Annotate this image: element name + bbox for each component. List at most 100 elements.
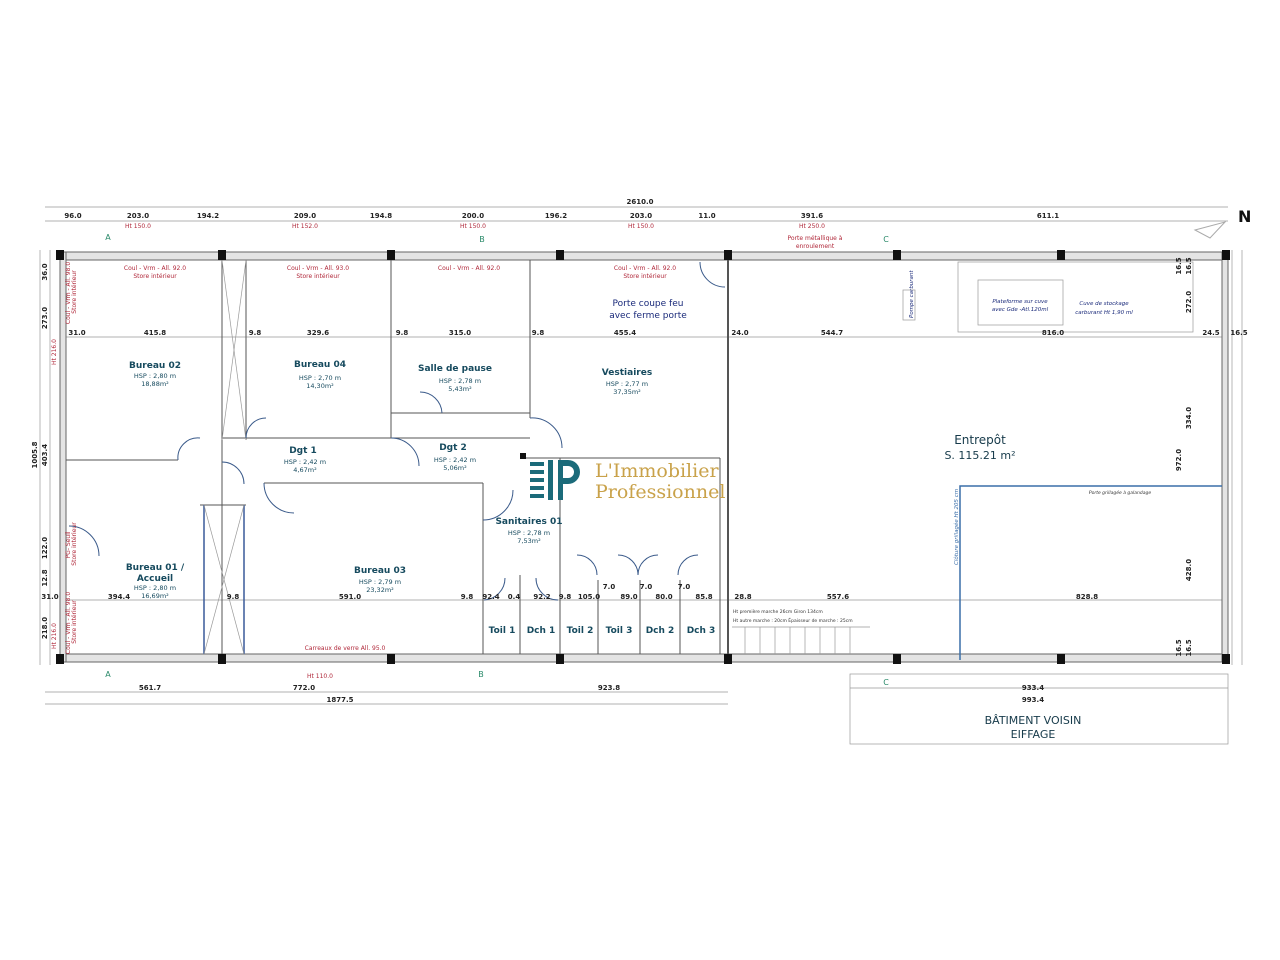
dim-left: 36.0 — [41, 263, 49, 280]
room-area: 16,69m² — [141, 592, 169, 600]
north-arrow: N — [1193, 207, 1251, 239]
dim-top-height: Ht 152.0 — [292, 223, 318, 230]
dim-inner-top: 24.5 — [1202, 329, 1219, 337]
neighbour-building: BÂTIMENT VOISIN — [985, 714, 1082, 727]
dim-inner-top: 9.8 — [396, 329, 409, 337]
dim-inner-bottom: 7.0 — [678, 583, 691, 591]
dim-top: 11.0 — [698, 212, 715, 220]
grid-axis-c: C — [883, 678, 889, 687]
dim-right: 428.0 — [1185, 559, 1193, 581]
dim-top-height: Ht 150.0 — [460, 223, 486, 230]
dim-top: 194.8 — [370, 212, 392, 220]
dim-inner-bottom: 92.4 — [482, 593, 499, 601]
tank-label: carburant Ht 1,90 ml — [1075, 310, 1133, 316]
dim-inner-top: 415.8 — [144, 329, 166, 337]
warehouse-equipment — [732, 261, 1229, 745]
left-window-label: PG- Seuil Store intérieur — [65, 522, 78, 566]
window-label: Store intérieur — [296, 273, 340, 280]
platform-label: Plateforme sur cuve — [992, 299, 1048, 305]
dim-inner-top: 9.8 — [532, 329, 545, 337]
window-label: Store intérieur — [623, 273, 667, 280]
room-area: 18,88m² — [141, 380, 169, 388]
sliding-gate-label: Porte grillagée à galandage — [1089, 489, 1151, 496]
room-name: Bureau 03 — [354, 566, 406, 576]
dim-inner-bottom: 7.0 — [603, 583, 616, 591]
north-label: N — [1238, 207, 1251, 226]
dim-inner-bottom: 31.0 — [41, 593, 58, 601]
dim-top: 209.0 — [294, 212, 316, 220]
room-area: 23,32m² — [366, 586, 394, 594]
warehouse-area: S. 115.21 m² — [944, 449, 1015, 462]
dim-top: 200.0 — [462, 212, 484, 220]
dim-neighbour: 933.4 — [1022, 684, 1044, 692]
cubicle-label: Dch 3 — [687, 626, 716, 636]
dim-inner-bottom: 7.0 — [640, 583, 653, 591]
logo-line1: L'Immobilier — [595, 460, 719, 482]
logo-line2: Professionnel — [595, 481, 725, 503]
dim-neighbour: 993.4 — [1022, 696, 1044, 704]
dim-right: 972.0 — [1175, 449, 1183, 471]
dim-top: 96.0 — [64, 212, 81, 220]
dim-inner-bottom: 0.4 — [508, 593, 521, 601]
grid-axis-b: B — [479, 235, 485, 244]
tank-label: Cuve de stockage — [1079, 301, 1129, 307]
neighbour-building: EIFFAGE — [1011, 728, 1056, 741]
dim-inner-top: 816.0 — [1042, 329, 1064, 337]
glass-blocks-label: Carreaux de verre All. 95.0 — [305, 645, 386, 652]
dim-top: 196.2 — [545, 212, 567, 220]
dim-left-height: Ht 216.0 — [51, 339, 58, 365]
logo: L'Immobilier Professionnel — [530, 460, 725, 503]
window-label: Coul - Vrm - All. 92.0 — [614, 265, 676, 272]
dim-top-height: Ht 150.0 — [125, 223, 151, 230]
left-window-label: Coul - Vrm - All. 98.0 Store intérieur — [65, 260, 78, 324]
room-height: HSP : 2,42 m — [434, 456, 476, 464]
cubicle-label: Toil 2 — [567, 626, 594, 636]
room-height: HSP : 2,42 m — [284, 458, 326, 466]
dim-left: 273.0 — [41, 307, 49, 329]
dim-right: 16.5 — [1185, 257, 1193, 274]
grid-axis-a: A — [105, 670, 111, 679]
dim-left: 218.0 — [41, 617, 49, 639]
grid-axis-c: C — [883, 235, 889, 244]
dim-inner-top: 315.0 — [449, 329, 471, 337]
equipment-labels: Pompe carburant Plateforme sur cuve avec… — [733, 270, 1151, 624]
dim-inner-bottom: 9.8 — [559, 593, 572, 601]
dimension-lines — [39, 206, 1243, 705]
room-name: Sanitaires 01 — [495, 517, 562, 527]
metal-door-label: enroulement — [796, 243, 835, 250]
dim-total-top: 2610.0 — [626, 198, 653, 206]
room-height: HSP : 2,78 m — [508, 529, 550, 537]
dim-top: 203.0 — [127, 212, 149, 220]
dim-inner-top: 16.5 — [1230, 329, 1247, 337]
pump-label: Pompe carburant — [909, 270, 915, 318]
dim-inner-bottom: 557.6 — [827, 593, 849, 601]
room-name: Bureau 01 / — [126, 563, 185, 573]
columns — [56, 250, 1230, 664]
dim-bottom-height: Ht 110.0 — [307, 673, 333, 680]
dim-inner-top: 9.8 — [249, 329, 262, 337]
dim-inner-bottom: 80.0 — [655, 593, 672, 601]
dim-left: 1005.8 — [31, 441, 39, 468]
dim-inner-bottom: 394.4 — [108, 593, 130, 601]
dim-left-height: Ht 216.0 — [51, 623, 58, 649]
room-height: HSP : 2,77 m — [606, 380, 648, 388]
dim-inner-bottom: 9.8 — [227, 593, 240, 601]
room-area: 37,35m² — [613, 388, 641, 396]
dim-inner-top: 31.0 — [68, 329, 85, 337]
room-height: HSP : 2,80 m — [134, 372, 176, 380]
stairs-label: Ht autre marche : 20cm Épaisseur de marc… — [733, 616, 853, 624]
dim-right: 334.0 — [1185, 407, 1193, 429]
grid-axis-a: A — [105, 233, 111, 242]
dim-inner-top: 544.7 — [821, 329, 843, 337]
room-name: Vestiaires — [602, 368, 652, 378]
room-height: HSP : 2,80 m — [134, 584, 176, 592]
dim-right: 16.5 — [1175, 257, 1183, 274]
door-swings — [68, 261, 726, 601]
dim-inner-bottom: 9.8 — [461, 593, 474, 601]
window-label: Store intérieur — [133, 273, 177, 280]
room-name: Accueil — [137, 574, 173, 584]
cubicle-label: Dch 1 — [527, 626, 556, 636]
room-labels: Porte coupe feu avec ferme porte Bureau … — [126, 299, 1082, 741]
room-area: 5,43m² — [448, 385, 472, 393]
